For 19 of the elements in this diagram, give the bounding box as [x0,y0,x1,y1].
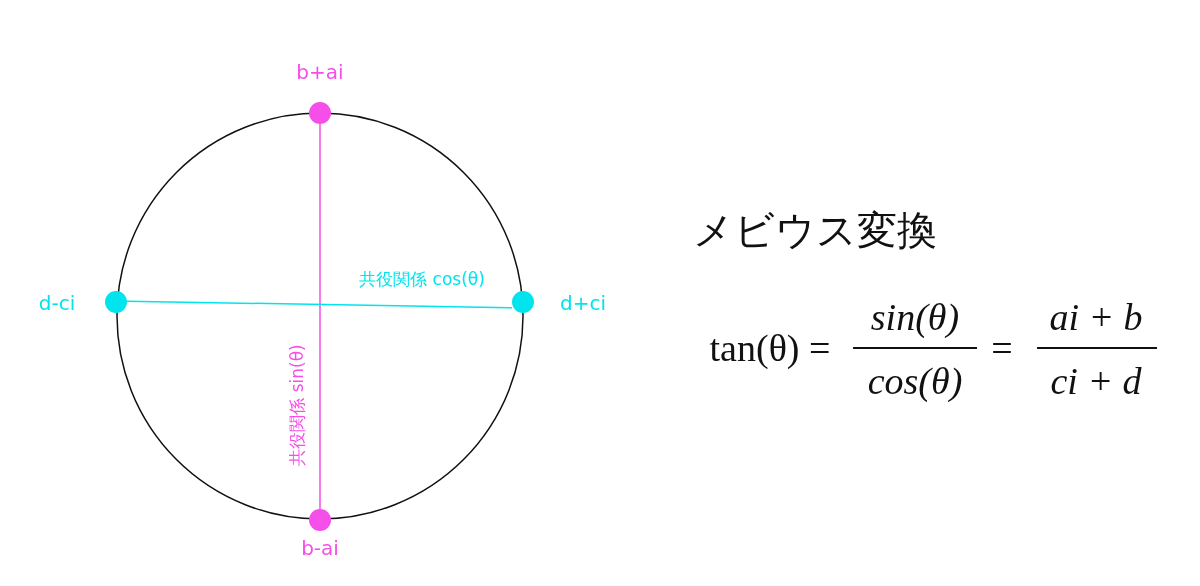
point-label: b-ai [301,538,339,558]
formula-text: = [991,329,1013,367]
formula-text: cos(θ) [867,362,963,400]
point-dot [309,509,331,531]
formula-text: tan(θ) = [709,329,831,367]
connector-line [126,300,513,309]
point-label: b+ai [296,62,344,82]
formula-text: sin(θ) [870,298,960,336]
point-label: d-ci [38,293,76,313]
formula-text: ai + b [1049,298,1143,336]
point-dot [309,102,331,124]
title: メビウス変換 [693,210,937,250]
formula-text: ci + d [1050,362,1142,400]
edge-label: 共役関係 cos(θ) [357,270,487,290]
point-dot [512,291,534,313]
point-dot [105,291,127,313]
connector-line [319,123,321,510]
point-label: d+ci [560,293,606,313]
edge-label: 共役関係 sin(θ) [288,342,308,468]
